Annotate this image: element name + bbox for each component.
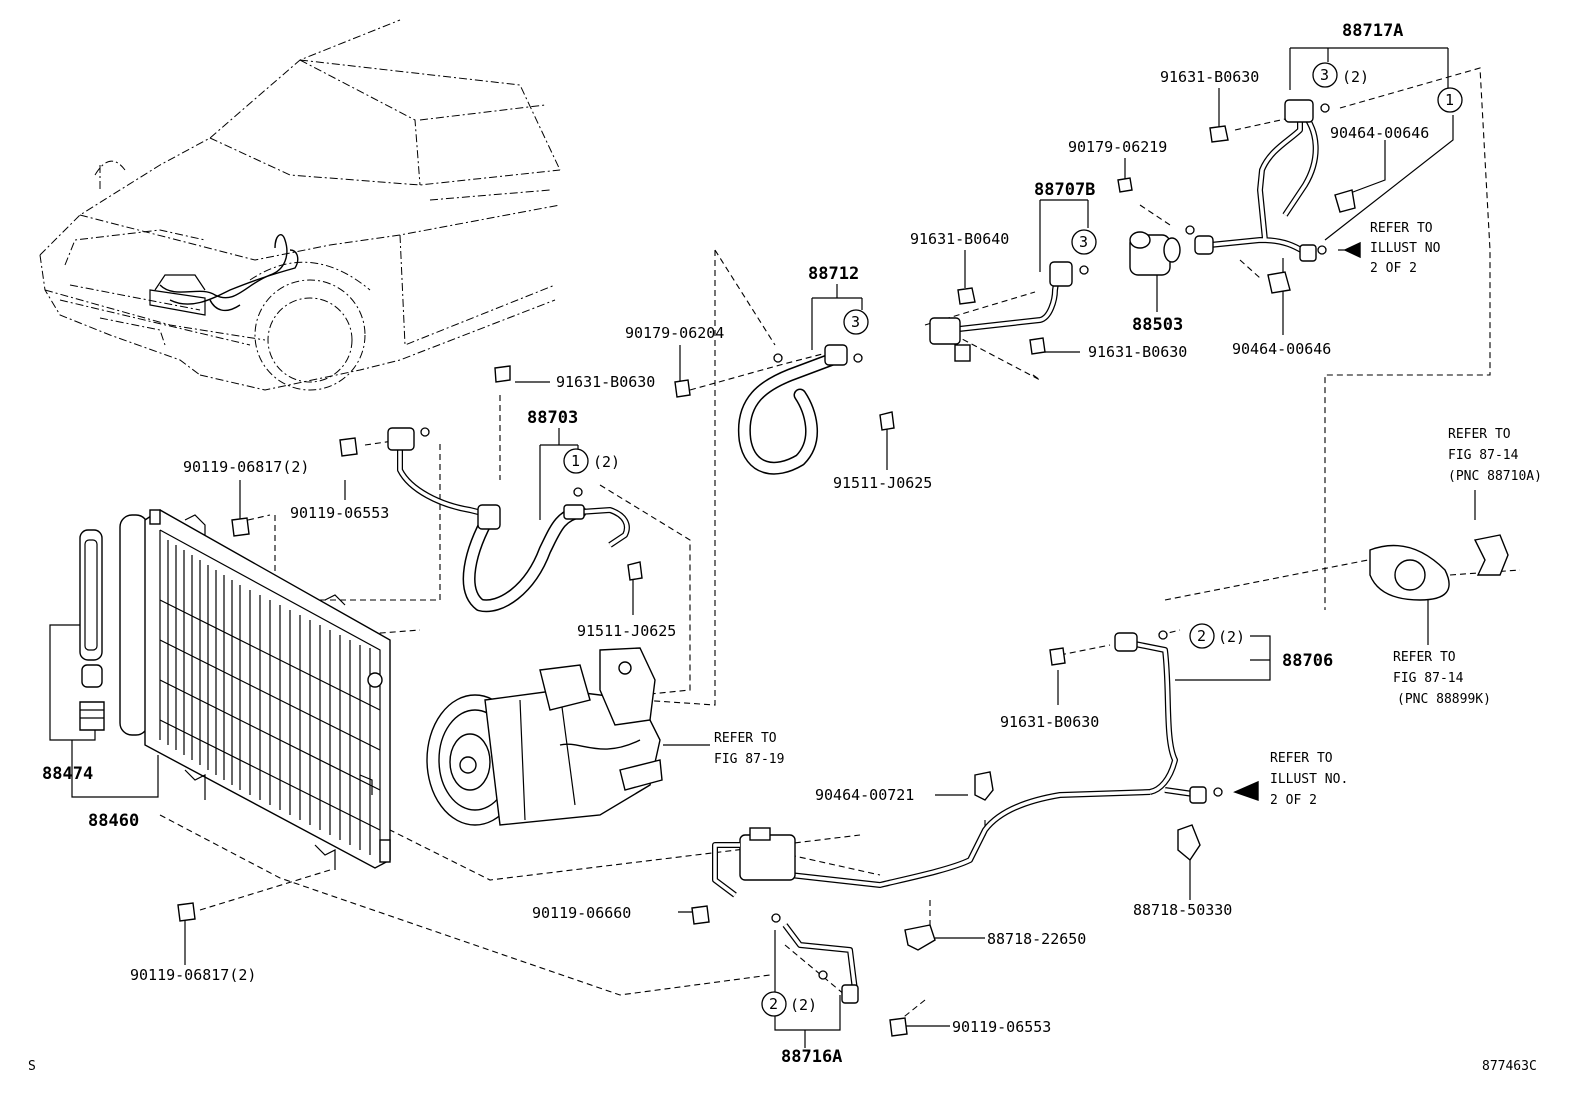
valve-88503 xyxy=(1129,225,1195,276)
label-88716A: 88716A xyxy=(781,1047,842,1067)
condenser-88460 xyxy=(119,509,391,870)
refer-illust-a-line3: 2 OF 2 xyxy=(1370,261,1417,276)
label-91631-b0630-mid: 91631-B0630 xyxy=(1088,343,1187,361)
corner-mark: S xyxy=(28,1059,36,1074)
label-91511-j0625-top: 91511-J0625 xyxy=(833,474,932,492)
callout-3-center: 3 xyxy=(851,313,860,331)
refer-illust-b-line2: ILLUST NO. xyxy=(1270,772,1348,787)
label-88707B: 88707B xyxy=(1034,180,1095,200)
refer-fig-87-19-line1: REFER TO xyxy=(714,731,777,746)
label-88474: 88474 xyxy=(42,764,93,784)
label-90464-00646-top: 90464-00646 xyxy=(1330,124,1429,142)
label-91511-j0625-bottom: 91511-J0625 xyxy=(577,622,676,640)
callout-3-top: 3 xyxy=(1320,66,1329,84)
label-91631-b0630-top: 91631-B0630 xyxy=(1160,68,1259,86)
refer-fig-87-14-k-line2: FIG 87-14 xyxy=(1393,671,1464,686)
qty-2-top: (2) xyxy=(1342,68,1369,86)
label-90464-00721: 90464-00721 xyxy=(815,786,914,804)
label-88460: 88460 xyxy=(88,811,139,831)
refer-fig-87-14-a-line3: (PNC 88710A) xyxy=(1448,469,1542,484)
part-labels: 88717A 91631-B0630 3 (2) 1 90464-00646 9… xyxy=(28,21,1542,1074)
label-90179-06204: 90179-06204 xyxy=(625,324,724,342)
label-91631-b0630-center: 91631-B0630 xyxy=(556,373,655,391)
receiver-88474 xyxy=(79,529,105,731)
label-90119-06660: 90119-06660 xyxy=(532,904,631,922)
label-88717A: 88717A xyxy=(1342,21,1403,41)
vehicle-outline-illustration xyxy=(39,19,561,391)
refer-illust-a-line2: ILLUST NO xyxy=(1370,241,1441,256)
label-91631-b0630-lower: 91631-B0630 xyxy=(1000,713,1099,731)
qty-2-bottom: (2) xyxy=(790,996,817,1014)
qty-2-center: (2) xyxy=(593,453,620,471)
callout-circles xyxy=(563,62,1463,1017)
refer-illust-b-line3: 2 OF 2 xyxy=(1270,793,1317,808)
hose-88703 xyxy=(387,427,630,613)
label-90464-00646-bottom: 90464-00646 xyxy=(1232,340,1331,358)
pipe-88706 xyxy=(789,630,1223,888)
label-88718-22650: 88718-22650 xyxy=(987,930,1086,948)
label-88712: 88712 xyxy=(808,264,859,284)
refer-fig-87-14-a-line1: REFER TO xyxy=(1448,427,1511,442)
label-90119-06817-bottom: 90119-06817(2) xyxy=(130,966,256,984)
leader-lines xyxy=(49,47,1521,1048)
bolts xyxy=(177,125,1229,1037)
callout-2-right: 2 xyxy=(1197,627,1206,645)
pipe-88707B xyxy=(929,261,1089,362)
label-91631-b0640: 91631-B0640 xyxy=(910,230,1009,248)
illustration-reference-code: 877463C xyxy=(1482,1059,1537,1074)
refer-illust-b-line1: REFER TO xyxy=(1270,751,1333,766)
refer-fig-87-14-a-line2: FIG 87-14 xyxy=(1448,448,1519,463)
pipe-88716A xyxy=(712,827,859,1004)
pipe-88717A xyxy=(1194,99,1330,262)
label-88718-50330: 88718-50330 xyxy=(1133,901,1232,919)
parts-drawings xyxy=(79,99,1509,1037)
compressor xyxy=(426,647,663,826)
label-90119-06553-bottom: 90119-06553 xyxy=(952,1018,1051,1036)
label-90179-06219: 90179-06219 xyxy=(1068,138,1167,156)
refer-illust-a-line1: REFER TO xyxy=(1370,221,1433,236)
refer-fig-87-14-k-line1: REFER TO xyxy=(1393,650,1456,665)
callout-1-center: 1 xyxy=(571,452,580,470)
gaskets-and-clips xyxy=(904,189,1509,951)
label-88706: 88706 xyxy=(1282,651,1333,671)
refer-fig-87-19-line2: FIG 87-19 xyxy=(714,752,784,767)
label-90119-06553-top: 90119-06553 xyxy=(290,504,389,522)
callout-3-mid: 3 xyxy=(1079,233,1088,251)
refer-fig-87-14-k-line3: (PNC 88899K) xyxy=(1397,692,1491,707)
hose-88712 xyxy=(737,344,863,475)
callout-1-top: 1 xyxy=(1445,91,1454,109)
qty-2-right: (2) xyxy=(1218,628,1245,646)
label-88503: 88503 xyxy=(1132,315,1183,335)
callout-2-bottom: 2 xyxy=(769,995,778,1013)
label-88703: 88703 xyxy=(527,408,578,428)
label-90119-06817-top: 90119-06817(2) xyxy=(183,458,309,476)
